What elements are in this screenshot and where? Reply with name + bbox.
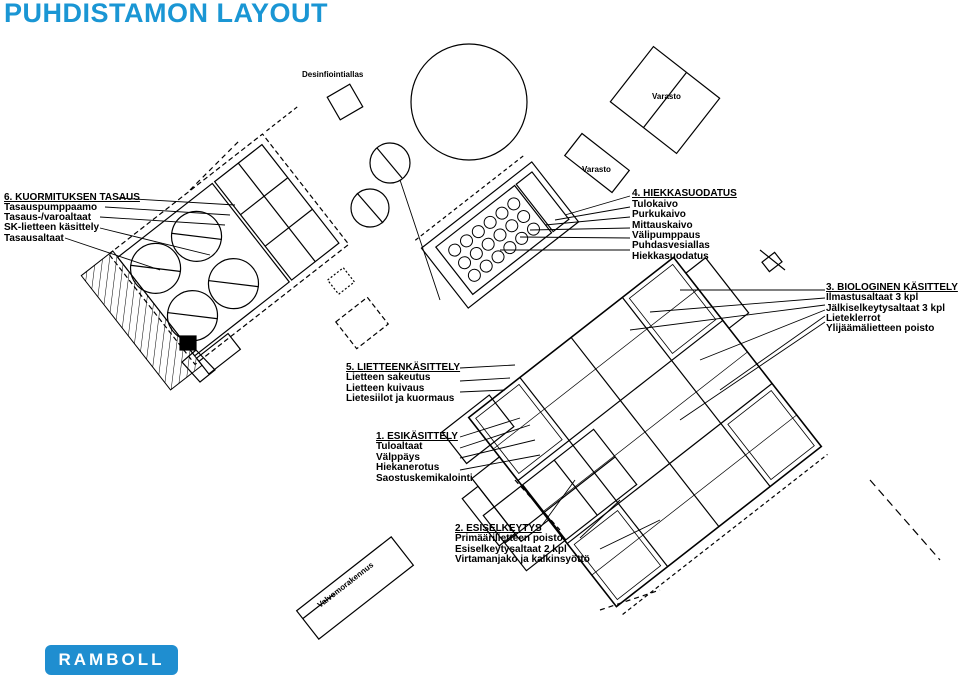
- group-1-heading: 1. ESIKÄSITTELY: [376, 429, 458, 442]
- desinfiointiallas-label: Desinfiointiallas: [302, 70, 364, 79]
- group-3-item: Ilmastusaltaat 3 kpl: [826, 292, 918, 303]
- group-4-item: Välipumppaus: [632, 230, 701, 241]
- group-4-item: Hiekkasuodatus: [632, 251, 709, 262]
- group-4-heading: 4. HIEKKASUODATUS: [632, 188, 737, 199]
- desinfiointiallas-tank: [326, 83, 364, 121]
- varasto-building: [609, 45, 721, 155]
- group-3-item: Lieteklerrot: [826, 313, 881, 324]
- plan-linework: [80, 43, 941, 640]
- page-title: PUHDISTAMON LAYOUT: [4, 0, 329, 28]
- varasto-small-building: [563, 132, 631, 194]
- leader-lines: [64, 179, 826, 550]
- group-2-heading: 2. ESISELKEYTYS: [455, 523, 542, 534]
- group-6-heading: 6. KUORMITUKSEN TASAUS: [4, 192, 140, 203]
- group-5-lietteenkasittely: 5. LIETTEENKÄSITTELY Lietteen sakeutus L…: [346, 360, 460, 404]
- group-2-item: Primäärilietteen poisto: [455, 533, 563, 544]
- group-3-item: Jälkiselkeytysaltaat 3 kpl: [826, 303, 945, 314]
- group-5-item: Lietteen kuivaus: [346, 383, 425, 394]
- group-5-heading: 5. LIETTEENKÄSITTELY: [346, 360, 460, 373]
- ramboll-logo: RAMBOLL: [45, 645, 178, 675]
- group-6-kuormituksen-tasaus: 6. KUORMITUKSEN TASAUS Tasauspumppaamo T…: [4, 192, 140, 244]
- group-1-esikasittely: 1. ESIKÄSITTELY Tuloaltaat Välppäys Hiek…: [376, 429, 473, 484]
- group-1-item: Saostuskemikalointi: [376, 473, 473, 484]
- group-1-item: Välppäys: [376, 452, 420, 463]
- group-4-hiekkasuodatus: 4. HIEKKASUODATUS Tulokaivo Purkukaivo M…: [632, 188, 737, 262]
- group-6-item: SK-lietteen käsittely: [4, 222, 99, 233]
- group-6-item: Tasauspumppaamo: [4, 202, 97, 213]
- group-1-item: Tuloaltaat: [376, 441, 423, 452]
- group-2-esiselkeytys: 2. ESISELKEYTYS Primäärilietteen poisto …: [455, 523, 590, 565]
- group-4-item: Mittauskaivo: [632, 220, 693, 231]
- group-2-item: Esiselkeytysaltaat 2 kpl: [455, 544, 567, 555]
- group-4-item: Tulokaivo: [632, 199, 678, 210]
- group-3-biologinen-kasittely: 3. BIOLOGINEN KÄSITTELY Ilmastusaltaat 3…: [826, 280, 958, 334]
- group-5-item: Lietesiilot ja kuormaus: [346, 393, 455, 404]
- varasto-mid-label: Varasto: [582, 165, 611, 174]
- group-4-item: Puhdasvesiallas: [632, 240, 710, 251]
- group-1-item: Hiekanerotus: [376, 462, 440, 473]
- group-4-item: Purkukaivo: [632, 209, 686, 220]
- group-5-item: Lietteen sakeutus: [346, 372, 431, 383]
- group-3-heading: 3. BIOLOGINEN KÄSITTELY: [826, 280, 958, 293]
- varasto-top-label: Varasto: [652, 92, 681, 101]
- group-2-item: Virtamanjako ja kalkinsyöttö: [455, 554, 590, 565]
- small-circular-tank: [369, 142, 411, 184]
- small-circular-tank: [350, 188, 390, 228]
- group-6-item: Tasausaltaat: [4, 233, 65, 244]
- large-circular-tank: [410, 43, 528, 161]
- group-6-item: Tasaus-/varoaltaat: [4, 212, 92, 223]
- ramboll-logo-text: RAMBOLL: [58, 650, 165, 669]
- group-3-item: Ylijäämälietteen poisto: [826, 323, 934, 334]
